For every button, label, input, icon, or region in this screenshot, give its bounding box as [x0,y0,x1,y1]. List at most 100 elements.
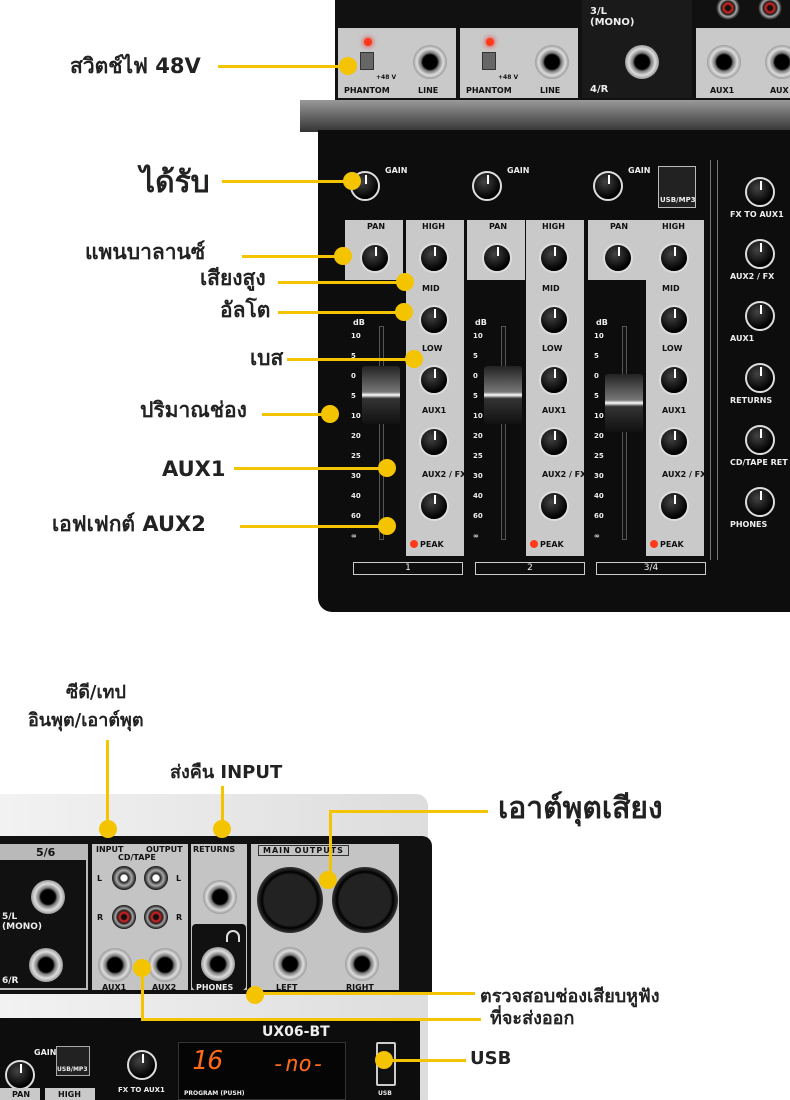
rca-jack[interactable] [716,0,740,20]
right-knob-5[interactable] [745,487,775,517]
mid-label-1: MID [422,284,440,293]
mono-jack[interactable] [625,45,659,79]
gain-knob[interactable] [5,1060,35,1090]
aux-jack-label: AUX [770,86,789,95]
fader-scale-1-0: 10 [351,332,361,340]
xlr-left[interactable] [257,867,323,933]
high-knob-3[interactable] [659,243,689,273]
fader-scale-3-5: 20 [594,432,604,440]
marker-aux1 [378,459,396,477]
fader-3[interactable] [605,374,643,432]
low-knob-1[interactable] [419,365,449,395]
callout-volume: ปริมาณช่อง [140,398,247,422]
aux2-jack[interactable] [765,45,790,79]
line-jack-1[interactable] [413,45,447,79]
pan-label-1: PAN [367,222,386,231]
left-jack[interactable] [273,947,307,981]
returns-jack[interactable] [203,880,237,914]
usb-mp3-button[interactable] [56,1046,90,1076]
aux1-jack[interactable] [707,45,741,79]
right-knob-3[interactable] [745,363,775,393]
fx-to-aux1-knob[interactable] [127,1050,157,1080]
leader-cdtape [106,740,109,830]
fader-scale-1-1: 5 [351,352,356,360]
mid-knob-1[interactable] [419,305,449,335]
aux2fx-knob-1[interactable] [419,491,449,521]
rca-in-l[interactable] [112,866,136,890]
bottom-mixer: 5/6 5/L (MONO) 6/R INPUT OUTPUT CD/TAPE … [0,790,432,1100]
low-knob-3[interactable] [659,365,689,395]
aux2fx-knob-3[interactable] [659,491,689,521]
phones-jack[interactable] [201,947,235,981]
pan-knob-1[interactable] [360,243,390,273]
callout-high: เสียงสูง [200,266,266,290]
display [178,1042,346,1100]
fader-scale-1-3: 5 [351,392,356,400]
divider-right [710,160,718,560]
gain-knob-3[interactable] [593,171,623,201]
fader-scale-1-4: 10 [351,412,361,420]
pan-knob-2[interactable] [482,243,512,273]
pan-knob-3[interactable] [603,243,633,273]
ch56-label: 5/6 [36,846,56,859]
high-knob-1[interactable] [419,243,449,273]
right-knob-4[interactable] [745,425,775,455]
low-knob-2[interactable] [539,365,569,395]
leader-pan [242,255,340,258]
usb-mp3-button[interactable] [658,166,696,208]
aux2fx-knob-2[interactable] [539,491,569,521]
right-label-3: RETURNS [730,396,773,405]
phantom-switch-2[interactable] [482,52,496,70]
leader-aux-v [141,968,144,1021]
r4-label: 4/R [590,84,609,95]
high-strip [45,1088,95,1100]
mid-label-2: MID [542,284,560,293]
line-label-2: LINE [540,86,561,95]
fader-1[interactable] [362,366,400,424]
low-label-2: LOW [542,344,563,353]
r-label: R [97,913,104,922]
aux1-knob-1[interactable] [419,427,449,457]
jack-5l[interactable] [31,880,65,914]
right-knob-0[interactable] [745,177,775,207]
headphones-icon [226,930,240,942]
rca-jack-2[interactable] [758,0,782,20]
bevel [300,100,790,132]
jack-6r[interactable] [29,948,63,982]
fader-2[interactable] [484,366,522,424]
marker-volume [321,405,339,423]
xlr-right[interactable] [332,867,398,933]
phantom-switch[interactable] [360,52,374,70]
callout-cdtape-line1: ซีดี/เทป [66,682,126,703]
line-label-1: LINE [418,86,439,95]
mono-label: 5/L (MONO) [2,912,43,932]
pan-label: PAN [12,1090,31,1099]
peak-label-2: PEAK [540,540,564,549]
high-knob-2[interactable] [539,243,569,273]
mid-knob-3[interactable] [659,305,689,335]
peak-led-1 [410,540,418,548]
pan-strip [0,1088,40,1100]
plus48-label-2: +48 V [498,74,519,81]
line-jack-2[interactable] [535,45,569,79]
model-name: UX06-BT [262,1024,330,1040]
rca-in-r[interactable] [112,905,136,929]
fader-scale-3-9: 60 [594,512,604,520]
rca-out-r[interactable] [144,905,168,929]
right-knob-2[interactable] [745,301,775,331]
channel-number-3: 3/4 [596,562,706,575]
rca-out-l[interactable] [144,866,168,890]
aux1-knob-3[interactable] [659,427,689,457]
aux1-send-jack[interactable] [98,948,132,982]
gain-knob-2[interactable] [472,171,502,201]
fader-slot-2 [501,326,506,540]
low-label-3: LOW [662,344,683,353]
leader-main-out-h [330,810,488,813]
right-knob-1[interactable] [745,239,775,269]
marker-cdtape [99,820,117,838]
aux1-knob-2[interactable] [539,427,569,457]
usb-port-label: USB [378,1090,392,1097]
right-jack[interactable] [345,947,379,981]
aux2-send-jack[interactable] [148,948,182,982]
mid-knob-2[interactable] [539,305,569,335]
